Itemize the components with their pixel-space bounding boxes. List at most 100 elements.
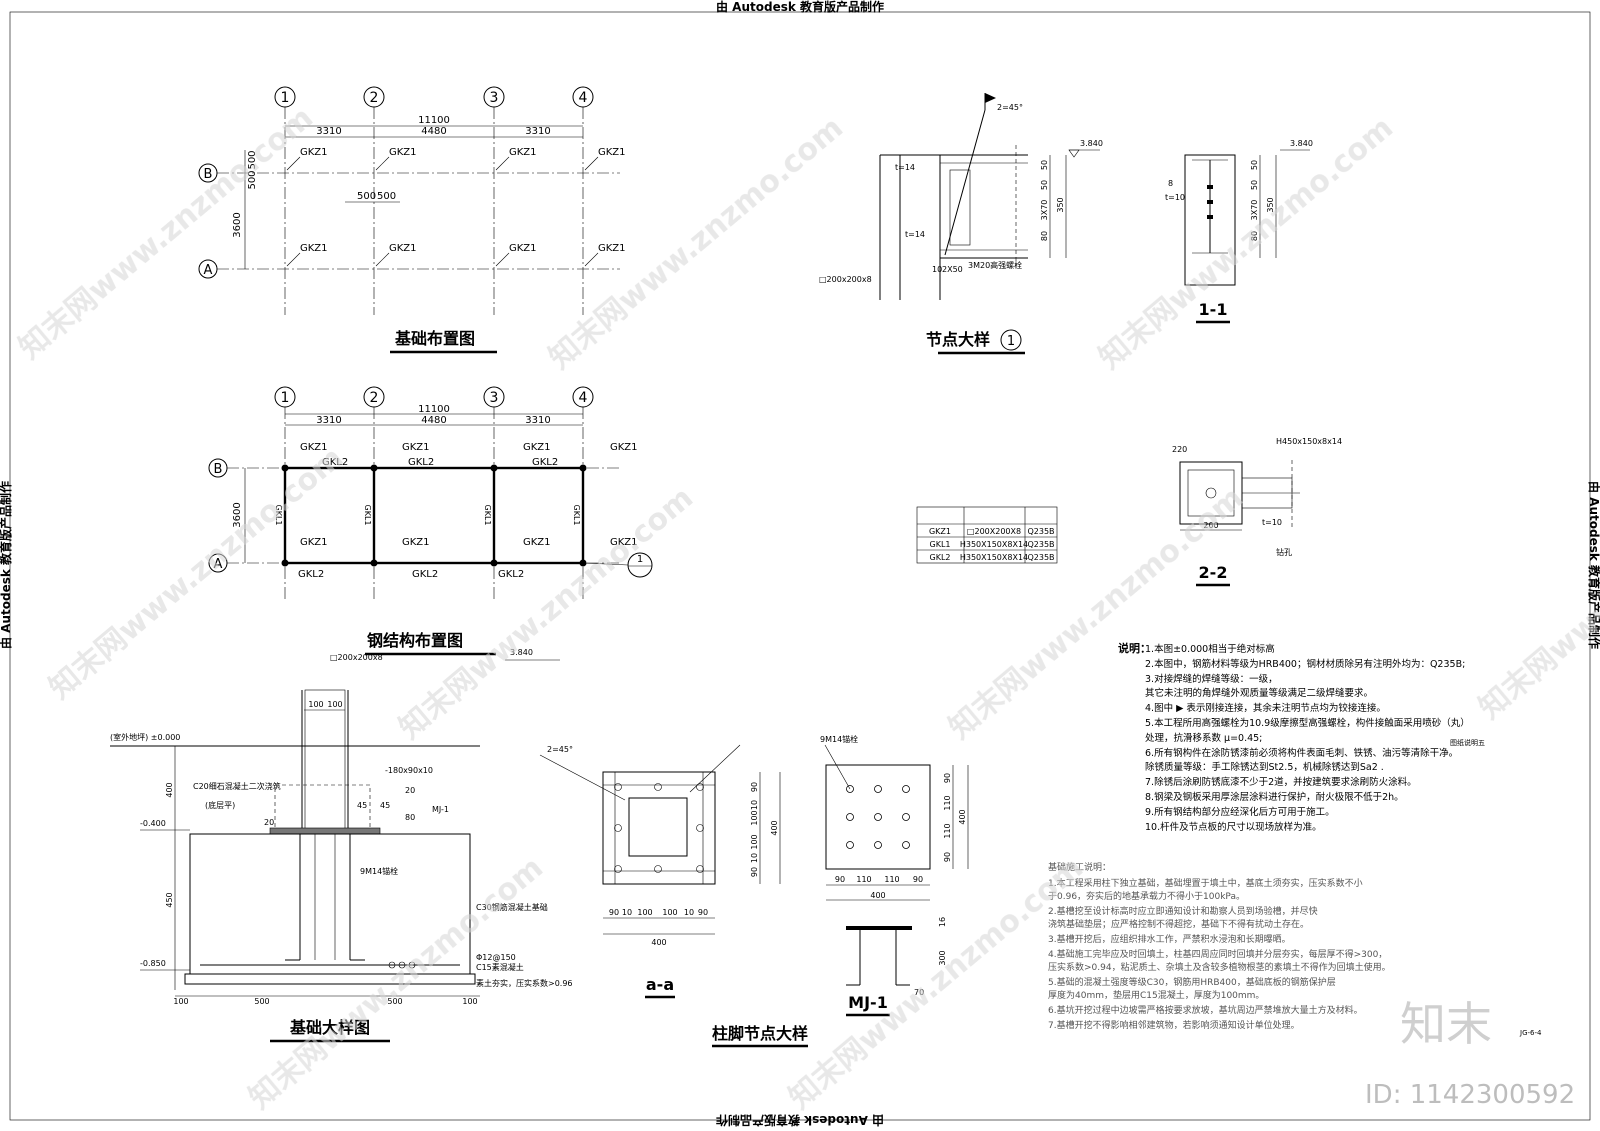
edition-stamp-left: 由 Autodesk 教育版产品制作 [0, 481, 13, 649]
found-note-5b: 厚度为40mm，垫层用C15混凝土，厚度为100mm。 [1048, 989, 1264, 1001]
sec22-beam: H450x150x8x14 [1276, 437, 1342, 446]
mj-anchor: 9M14锚栓 [820, 734, 858, 744]
fd-el-040: -0.400 [140, 819, 166, 828]
fd-soil: 素土夯实，压实系数>0.96 [476, 978, 573, 988]
gkz-sb2: GKZ1 [402, 442, 430, 453]
tbl-r2-c1: GKL1 [930, 540, 951, 549]
axis-Ab: A [214, 557, 223, 572]
fd-d45a: 45 [357, 801, 367, 810]
note-6: 6.所有钢构件在涂防锈漆前必须将构件表面毛刺、铁锈、油污等清除干净。 [1145, 747, 1458, 759]
cb-s-90b: 90 [750, 867, 759, 877]
fd-c15: C15素混凝土 [476, 962, 524, 972]
title-foundation-plan: 基础布置图 [394, 329, 475, 348]
tbl-r2-c3: Q235B [1027, 540, 1054, 549]
gkz-b4: GKZ1 [598, 147, 626, 158]
title-sec22: 2-2 [1199, 563, 1228, 582]
gkz-b3: GKZ1 [509, 147, 537, 158]
wm-site-1: 知末网www.znzmo.com [13, 100, 320, 366]
gkz-sa3: GKZ1 [523, 537, 551, 548]
note-8: 8.钢梁及钢板采用厚涂层涂料进行保护，耐火极限不低于2h。 [1145, 791, 1404, 803]
gkz-sa4: GKZ1 [610, 537, 638, 548]
s11-3x70: 3X70 [1250, 200, 1259, 221]
dim-depth: 3600 [232, 212, 243, 237]
gkl2-b3: GKL2 [532, 457, 558, 468]
general-notes: 说明： 1.本图±0.000相当于绝对标高 2.本图中，钢筋材料等级为HRB40… [1118, 641, 1470, 833]
title-steel-plan: 钢结构布置图 [367, 631, 463, 650]
gkl1-4: GKL1 [572, 505, 581, 526]
found-note-5: 5.基础的混凝土强度等级C30，钢筋用HRB400，基础底板的钢筋保护层 [1048, 976, 1336, 988]
s11-80: 80 [1250, 231, 1259, 241]
sec22-hole: 钻孔 [1276, 547, 1292, 557]
gkl2-b1: GKL2 [322, 457, 348, 468]
bolt-note: 3M20高强螺栓 [968, 260, 1022, 270]
tbl-r1-c3: Q235B [1027, 527, 1054, 536]
fd-el-085: -0.850 [140, 959, 166, 968]
mj-s110a: 110 [943, 795, 952, 810]
note-3b: 其它未注明的角焊缝外观质量等级满足二级焊缝要求。 [1145, 687, 1373, 699]
fd-d100d: 100 [462, 997, 477, 1006]
tbl-r3-c3: Q235B [1027, 553, 1054, 562]
dim-total: 11100 [418, 115, 450, 126]
note-5: 5.本工程所用高强螺栓为10.9级摩擦型高强螺栓，构件接触面采用喷砂（丸） [1145, 717, 1470, 729]
cb-s-100b: 100 [750, 834, 759, 849]
axis-3: 3 [490, 90, 499, 106]
wm-site-7: 知末网www.znzmo.com [1473, 460, 1600, 726]
foundation-plan: 1 2 3 4 11100 3310 4480 3310 B A 3600 50… [198, 86, 626, 354]
gkl1-1: GKL1 [274, 505, 283, 526]
found-note-4: 4.基础施工完毕应及时回填土，柱基四周应同时回填并分层夯实，每层厚不得>300， [1048, 948, 1387, 960]
node-no: 1 [1007, 334, 1015, 349]
sec22-200: 200 [1203, 521, 1218, 530]
s11-350: 350 [1266, 197, 1275, 212]
fd-rebar: Φ12@150 [476, 953, 516, 962]
gkz-sa2: GKZ1 [402, 537, 430, 548]
nd-50b: 50 [1040, 180, 1049, 190]
note-6b: 除锈质量等级：手工除锈达到St2.5，机械除锈达到Sa2 . [1145, 761, 1384, 773]
fd-d45b: 45 [380, 801, 390, 810]
gkz-a3: GKZ1 [509, 243, 537, 254]
s11-50b: 50 [1250, 180, 1259, 190]
s11-50a: 50 [1250, 160, 1259, 170]
mj-s90b: 90 [943, 852, 952, 862]
axis-3b: 3 [490, 390, 499, 406]
nd-350: 350 [1056, 197, 1065, 212]
tbl-r3-c1: GKL2 [930, 553, 951, 562]
axis-2: 2 [370, 90, 379, 106]
wm-site-5: 知末网www.znzmo.com [393, 480, 700, 746]
dim-span-1: 3310 [316, 126, 341, 137]
found-note-4b: 压实系数>0.94，粘泥质土、杂填土及含较多植物根茎的素填土不得作为回填土使用。 [1048, 961, 1391, 973]
notes-heading: 说明： [1118, 641, 1151, 655]
mj-d90a: 90 [835, 875, 845, 884]
fd-d100b: 100 [327, 700, 342, 709]
gkl2-a1: GKL2 [298, 569, 324, 580]
dim-depth-b: 3600 [232, 502, 243, 527]
title-foundation-detail: 基础大样图 [289, 1018, 370, 1037]
fd-d80: 80 [405, 813, 415, 822]
nd-80a: 80 [1040, 231, 1049, 241]
cb-b-100b: 100 [662, 908, 677, 917]
wm-brand: 知末 [1400, 997, 1492, 1051]
title-node-detail: 节点大样 [926, 330, 990, 349]
dim-total-b: 11100 [418, 404, 450, 415]
mj-s90a: 90 [943, 773, 952, 783]
right-tag: 图纸说明五 [1450, 738, 1485, 747]
fd-d20b: 20 [405, 786, 415, 795]
sheet-tag: JG-6-4 [1519, 1029, 1542, 1037]
cb-s-10b: 10 [750, 853, 759, 863]
axis-1b: 1 [281, 390, 290, 406]
callout-1: 1 [637, 554, 643, 565]
nd-50a: 50 [1040, 160, 1049, 170]
edition-stamp-right: 由 Autodesk 教育版产品制作 [1587, 481, 1600, 649]
wm-site-3: 知末网www.znzmo.com [1093, 110, 1400, 376]
dim-span-3: 3310 [525, 126, 550, 137]
gkz-sb1: GKZ1 [300, 442, 328, 453]
fd-d100a: 100 [308, 700, 323, 709]
dim-off-2: 500 [247, 150, 258, 169]
sheet-border [9, 11, 1591, 1121]
cb-b-90b: 90 [698, 908, 708, 917]
note-2: 2.本图中，钢筋材料等级为HRB400；钢材材质除另有注明外均为：Q235B; [1145, 658, 1465, 670]
fd-mj: MJ-1 [432, 805, 449, 814]
foundation-detail: (室外地坪) ±0.000 -0.400 -0.850 □200x200x8 C… [110, 648, 573, 1043]
dim-span-1b: 3310 [316, 415, 341, 426]
axis-A: A [204, 263, 213, 278]
